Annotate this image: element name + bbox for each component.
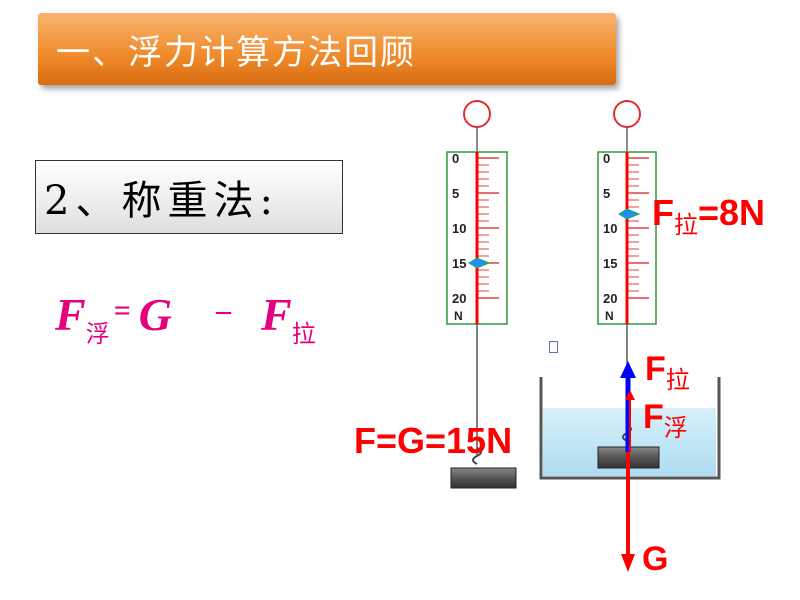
scale-tick-label: 5 (603, 186, 610, 201)
pull-force-arrowhead (620, 361, 636, 378)
slide-title: 一、浮力计算方法回顾 (56, 32, 416, 73)
left-scale-pointer (468, 257, 491, 269)
right-scale-label-f: F (652, 192, 674, 233)
right-scale-pointer (618, 208, 641, 220)
buoyancy-force-label: F浮 (643, 398, 688, 442)
scale-tick-label: 5 (452, 186, 459, 201)
force-arrows (620, 361, 636, 572)
scale-tick-label: 20 (603, 291, 617, 306)
formula-pull-sub: 拉 (291, 320, 316, 348)
formula-minus: – (216, 294, 232, 327)
right-scale-label-sub: 拉 (674, 211, 698, 239)
scale-tick-label: 0 (452, 151, 459, 166)
method-box: 2、称重法: (35, 160, 343, 234)
right-spring-scale: 0 5 10 15 20N (597, 100, 660, 469)
pull-force-label: F拉 (645, 350, 690, 394)
formula-buoyancy-sub: 浮 (85, 320, 110, 348)
left-weight-block (450, 467, 517, 489)
buoyancy-force-label-f: F (643, 398, 664, 436)
scale-tick-label: 0 (603, 151, 610, 166)
right-scale-label: F拉=8N (652, 192, 766, 239)
formula-f: F (55, 289, 86, 340)
right-scale-ring (613, 100, 641, 128)
scale-tick-label: 10 (603, 221, 617, 236)
scale-tick-label: 15 (452, 256, 466, 271)
left-scale-ring (463, 100, 491, 128)
left-scale-label: F=G=15N (354, 420, 513, 461)
scale-tick-label: 15 (603, 256, 617, 271)
formula-f2: F (261, 289, 292, 340)
scale-unit-label: N (605, 309, 614, 323)
left-scale-ticks: 0 5 10 15 20N (452, 151, 499, 323)
scale-tick-label: 10 (452, 221, 466, 236)
buoyancy-force-label-sub: 浮 (663, 414, 688, 442)
scale-tick-label: 20 (452, 291, 466, 306)
method-title: 2、称重法: (44, 178, 279, 224)
right-scale-label-value: =8N (698, 192, 766, 233)
right-scale-ticks: 0 5 10 15 20N (603, 151, 649, 323)
gravity-force-label: G (642, 540, 669, 578)
pull-force-label-f: F (645, 350, 666, 388)
formula-g: G (138, 289, 173, 340)
gravity-force-arrowhead (621, 554, 635, 572)
left-spring-scale: 0 5 10 15 20N (446, 100, 517, 489)
scale-unit-label: N (454, 309, 463, 323)
buoyancy-force-arrowhead (625, 390, 635, 400)
formula-equals: = (113, 294, 131, 327)
buoyancy-formula: F浮= G – F拉 (55, 288, 316, 348)
left-scale-hook (472, 447, 482, 465)
placeholder-glyph (549, 341, 558, 353)
title-bar: 一、浮力计算方法回顾 (38, 13, 616, 85)
pull-force-label-sub: 拉 (665, 366, 690, 394)
